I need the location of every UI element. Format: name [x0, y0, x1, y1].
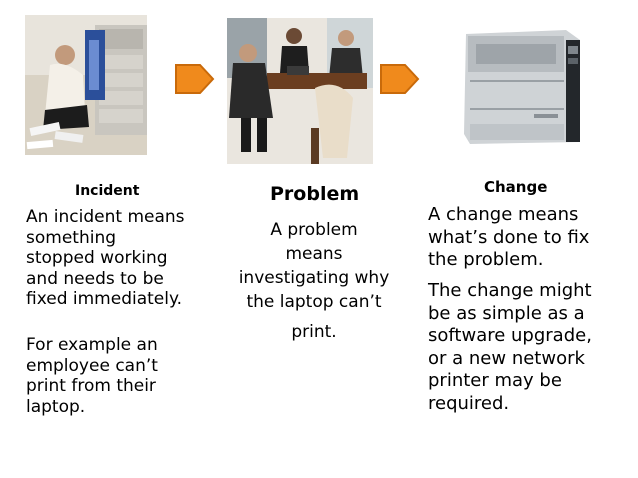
arrow-right-icon	[175, 64, 215, 94]
change-text: A change means what’s done to fix the pr…	[428, 204, 628, 272]
incident-example-line: print from their	[26, 376, 156, 396]
change-line: be as simple as a	[428, 302, 585, 324]
incident-example-line: laptop.	[26, 396, 86, 417]
incident-line: fixed immediately.	[26, 289, 183, 309]
change-line: The change might	[428, 280, 592, 301]
change-line: printer may be	[428, 370, 562, 391]
incident-example-line: employee can’t	[26, 355, 158, 376]
incident-example: For example an employee can’t print from…	[26, 335, 226, 417]
change-photo	[456, 24, 592, 154]
change-line: software upgrade,	[428, 325, 592, 346]
problem-text: A problem means investigating why the la…	[228, 218, 400, 344]
change-line: A change means	[428, 204, 579, 225]
change-line: or a new network	[428, 347, 585, 369]
problem-line: investigating why	[238, 268, 390, 288]
problem-line: means	[285, 244, 343, 264]
incident-example-line: For example an	[26, 335, 158, 355]
incident-photo	[25, 15, 147, 155]
incident-text: An incident means something stopped work…	[26, 207, 226, 310]
arrow-right-icon	[380, 64, 420, 94]
change-line: required.	[428, 392, 510, 414]
incident-line: something	[26, 227, 117, 248]
problem-photo	[227, 18, 373, 164]
problem-line: A problem	[270, 220, 358, 240]
problem-heading: Problem	[270, 183, 360, 205]
change-line: what’s done to fix	[428, 226, 590, 248]
change-line: the problem.	[428, 249, 544, 270]
incident-line: An incident means	[26, 207, 185, 227]
change-text-2: The change might be as simple as a softw…	[428, 280, 633, 415]
incident-line: and needs to be	[26, 268, 164, 289]
problem-line: the laptop can’t	[246, 292, 382, 312]
change-heading: Change	[484, 178, 548, 196]
incident-line: stopped working	[26, 248, 168, 268]
problem-line: print.	[291, 322, 337, 342]
incident-heading: Incident	[75, 183, 140, 199]
